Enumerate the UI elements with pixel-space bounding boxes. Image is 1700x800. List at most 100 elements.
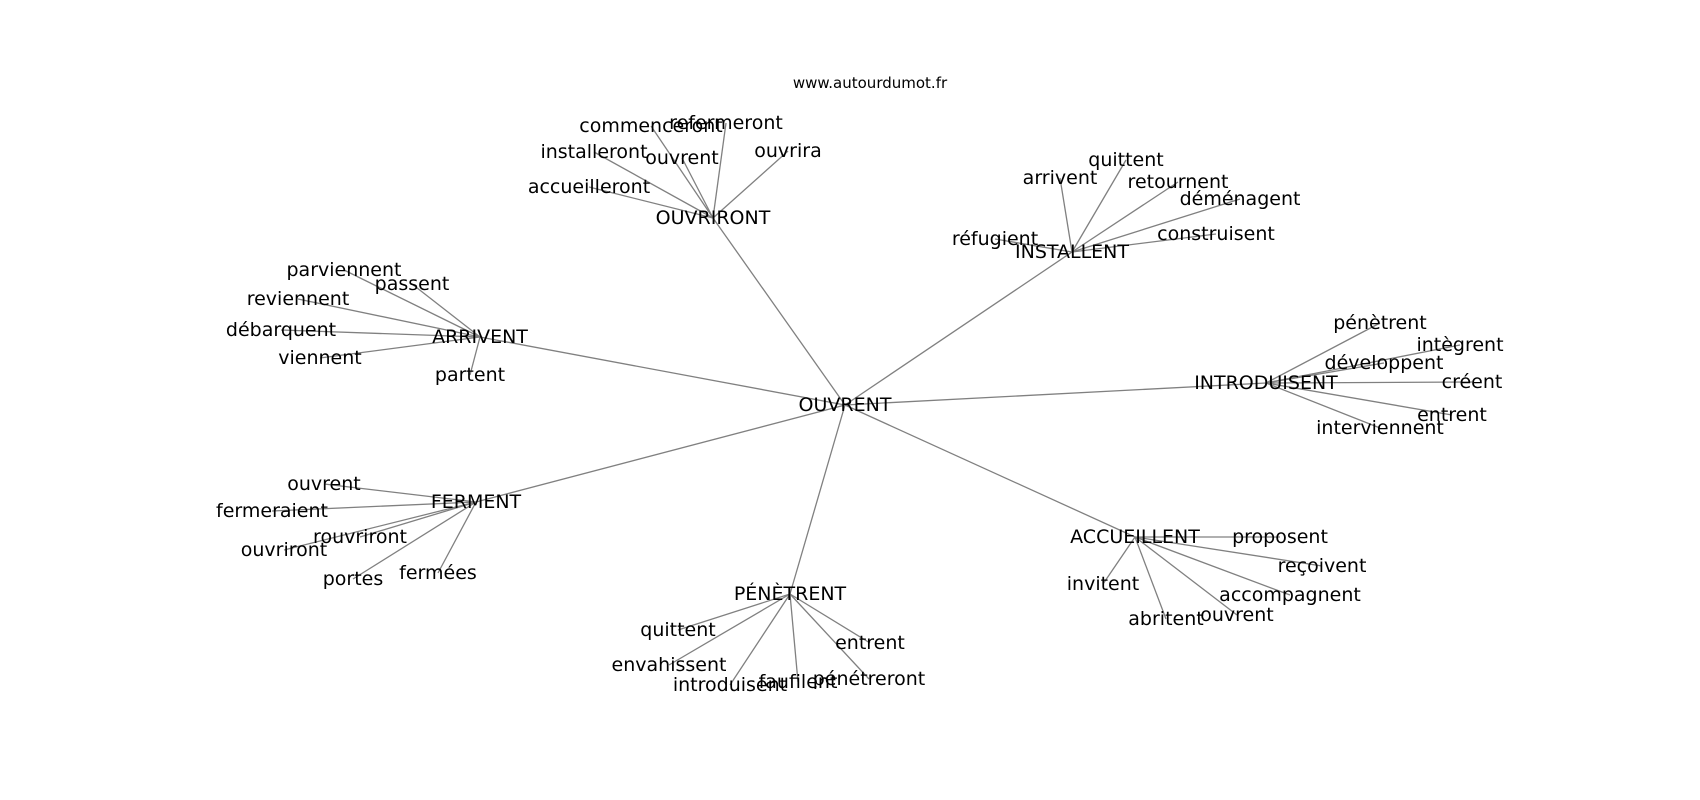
leaf-node-arrivent-1: passent <box>375 273 450 295</box>
edges <box>271 122 1473 686</box>
cluster-node-ouvriront: OUVRIRONT <box>656 207 771 229</box>
leaf-node-accueillent-2: invitent <box>1067 573 1139 595</box>
edge-introduisent-2 <box>1265 362 1385 384</box>
edge-ferment-4 <box>352 501 477 580</box>
center-node: OUVRENT <box>799 394 892 416</box>
leaf-node-introduisent-4: entrent <box>1417 404 1487 426</box>
leaf-node-ouvriront-2: installeront <box>540 141 647 163</box>
edge-accueillent-4 <box>1134 536 1238 616</box>
edge-penetrent-1 <box>789 593 871 644</box>
edge-installent-2 <box>1071 181 1179 253</box>
leaf-node-introduisent-2: développent <box>1325 352 1444 374</box>
leaf-node-accueillent-0: proposent <box>1232 526 1328 548</box>
leaf-node-arrivent-0: parviennent <box>287 259 402 281</box>
edge-installent-1 <box>1059 177 1073 253</box>
leaf-node-penetrent-4: faufilent <box>759 671 838 693</box>
leaf-node-installent-3: déménagent <box>1180 188 1301 210</box>
edge-accueillent-1 <box>1134 536 1323 567</box>
edge-accueillent-5 <box>1134 536 1167 620</box>
leaf-node-penetrent-5: pénétreront <box>813 668 926 690</box>
edge-ouvriront-0 <box>650 125 714 219</box>
leaf-node-ferment-5: fermées <box>399 562 477 584</box>
leaf-node-accueillent-4: ouvrent <box>1200 604 1274 626</box>
edge-arrivent-1 <box>411 283 481 338</box>
leaf-node-penetrent-1: entrent <box>835 632 905 654</box>
leaf-node-ferment-0: ouvrent <box>287 473 361 495</box>
leaf-node-penetrent-3: introduisent <box>673 674 787 696</box>
leaf-node-accueillent-5: abritent <box>1128 608 1203 630</box>
leaf-node-ferment-1: fermeraient <box>216 500 328 522</box>
leaf-node-penetrent-2: envahissent <box>612 654 727 676</box>
edge-ferment-1 <box>271 501 477 512</box>
leaf-node-accueillent-3: accompagnent <box>1219 584 1361 606</box>
edge-introduisent-0 <box>1265 322 1381 384</box>
edge-installent-4 <box>994 238 1073 253</box>
edge-penetrent-5 <box>789 593 870 680</box>
cluster-node-introduisent: INTRODUISENT <box>1194 372 1338 394</box>
edge-center-accueillent <box>844 404 1136 538</box>
edge-arrivent-2 <box>297 298 481 338</box>
leaf-node-ouvriront-5: accueilleront <box>528 176 650 198</box>
edge-arrivent-3 <box>280 329 481 338</box>
edge-center-introduisent <box>844 382 1267 406</box>
leaf-node-ferment-2: rouvriront <box>313 526 407 548</box>
edge-introduisent-4 <box>1265 382 1453 416</box>
edge-penetrent-3 <box>729 593 791 686</box>
leaf-node-introduisent-1: intègrent <box>1416 334 1503 356</box>
leaf-node-ouvriront-0: commenceront <box>579 115 722 137</box>
edge-installent-5 <box>1071 233 1217 253</box>
leaf-node-introduisent-5: interviennent <box>1316 417 1444 439</box>
leaf-node-accueillent-1: reçoivent <box>1278 555 1367 577</box>
edge-center-installent <box>844 251 1073 406</box>
labels: OUVRENTOUVRIRONTcommencerontrefermeronti… <box>216 112 1504 696</box>
edge-installent-3 <box>1071 198 1241 253</box>
leaf-node-arrivent-4: viennent <box>278 347 361 369</box>
leaf-node-installent-5: construisent <box>1157 223 1275 245</box>
edge-arrivent-5 <box>469 336 481 376</box>
leaf-node-introduisent-0: pénètrent <box>1333 312 1427 334</box>
edge-ferment-0 <box>323 483 477 503</box>
leaf-node-installent-1: arrivent <box>1023 167 1098 189</box>
leaf-node-installent-2: retournent <box>1128 171 1229 193</box>
leaf-node-ferment-4: portes <box>323 568 384 590</box>
edge-center-penetrent <box>789 404 846 595</box>
edge-arrivent-4 <box>319 336 481 359</box>
edge-arrivent-0 <box>343 269 481 338</box>
edge-accueillent-3 <box>1134 536 1291 596</box>
cluster-node-ferment: FERMENT <box>431 491 522 513</box>
leaf-node-ouvriront-4: ouvrira <box>754 140 821 162</box>
edge-center-arrivent <box>479 336 846 406</box>
edge-penetrent-4 <box>789 593 799 683</box>
cluster-node-penetrent: PÉNÈTRENT <box>734 582 847 605</box>
cluster-node-arrivent: ARRIVENT <box>432 326 528 348</box>
edge-center-ouvriront <box>712 217 846 406</box>
leaf-node-ouvriront-3: ouvrent <box>645 147 719 169</box>
cluster-node-accueillent: ACCUEILLENT <box>1070 526 1200 548</box>
edge-ouvriront-2 <box>593 151 714 219</box>
edge-ouvriront-4 <box>712 150 789 219</box>
edge-introduisent-3 <box>1265 381 1473 384</box>
cluster-node-installent: INSTALLENT <box>1015 241 1129 263</box>
edge-penetrent-0 <box>677 593 791 631</box>
leaf-node-arrivent-5: partent <box>435 364 505 386</box>
edge-introduisent-1 <box>1265 344 1461 384</box>
edge-penetrent-2 <box>668 593 791 666</box>
leaf-node-arrivent-2: reviennent <box>247 288 350 310</box>
edge-accueillent-2 <box>1102 536 1136 585</box>
leaf-node-installent-4: réfugient <box>952 228 1038 250</box>
edge-ouvriront-1 <box>712 122 727 219</box>
edge-introduisent-5 <box>1265 382 1381 429</box>
edge-installent-0 <box>1071 159 1127 253</box>
leaf-node-ferment-3: ouvriront <box>241 539 328 561</box>
edge-ferment-3 <box>283 501 477 551</box>
leaf-node-penetrent-0: quittent <box>640 619 715 641</box>
edge-ouvriront-5 <box>588 186 714 219</box>
leaf-node-installent-0: quittent <box>1088 149 1163 171</box>
edge-ferment-2 <box>359 501 477 538</box>
edge-center-ferment <box>475 404 846 503</box>
leaf-node-arrivent-3: débarquent <box>226 319 336 341</box>
source-text: www.autourdumot.fr <box>793 74 948 92</box>
edge-ouvriront-3 <box>681 157 714 219</box>
edge-ferment-5 <box>437 501 477 574</box>
